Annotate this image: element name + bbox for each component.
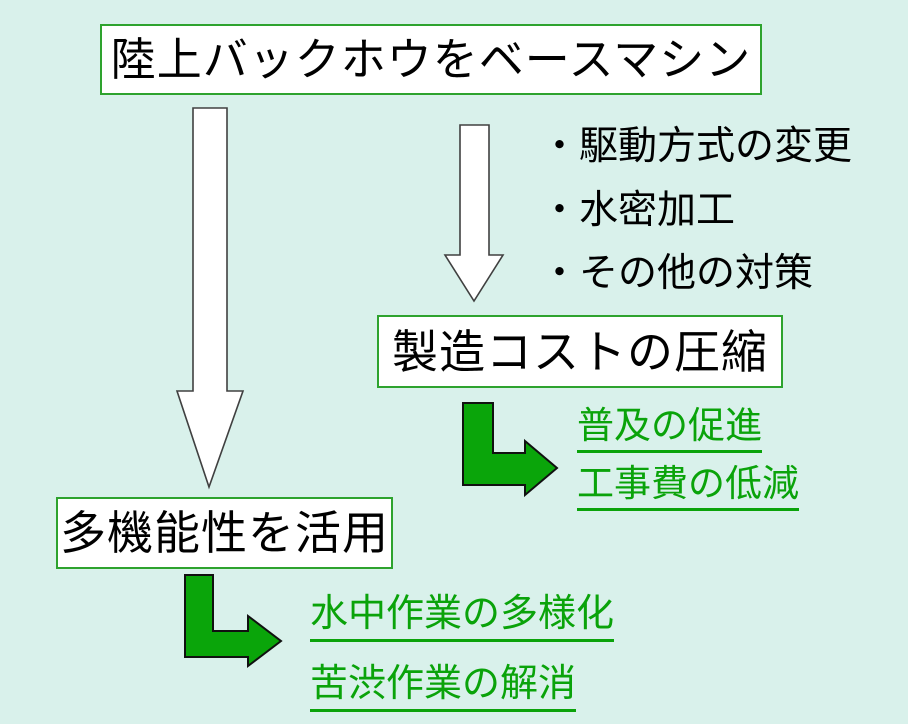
multi-function-box-label: 多機能性を活用 xyxy=(60,507,389,559)
base-machine-box-label: 陸上バックホウをベースマシン xyxy=(110,34,752,85)
cost-box-label: 製造コストの圧縮 xyxy=(392,325,768,378)
multi-outcome-underwater: 水中作業の多様化 xyxy=(310,593,615,642)
multi-bent-arrow-icon xyxy=(184,574,283,669)
cost-outcome-construction-cost: 工事費の低減 xyxy=(577,463,799,511)
base-machine-box: 陸上バックホウをベースマシン xyxy=(100,24,762,95)
modification-list-item-other: ・その他の対策 xyxy=(540,252,814,295)
multi-outcome-arduous: 苦渋作業の解消 xyxy=(310,663,577,712)
multi-function-box: 多機能性を活用 xyxy=(56,497,393,569)
right-down-arrow-icon xyxy=(443,124,505,303)
cost-outcome-spread: 普及の促進 xyxy=(577,405,762,453)
cost-bent-arrow-icon xyxy=(462,402,559,498)
modification-list-item-watertight: ・水密加工 xyxy=(540,189,736,232)
cost-box: 製造コストの圧縮 xyxy=(377,315,783,388)
left-down-arrow-icon xyxy=(175,107,245,490)
modification-list-item-drive: ・駆動方式の変更 xyxy=(540,125,853,168)
